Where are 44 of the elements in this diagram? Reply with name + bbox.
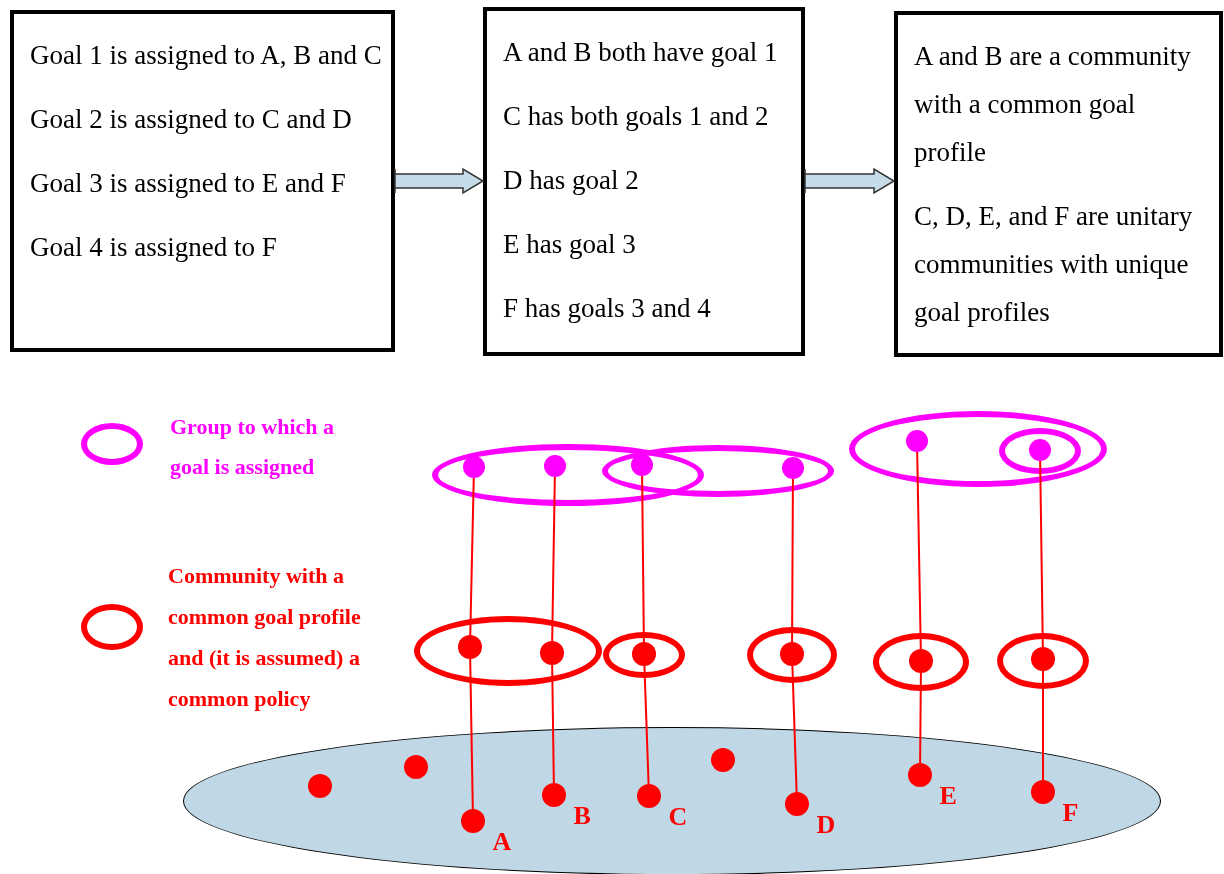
text-box — [894, 11, 1223, 357]
box-text: Goal 2 is assigned to C and D — [30, 103, 353, 136]
connector-line — [551, 664, 555, 784]
connector-line — [469, 658, 474, 810]
community-ellipse — [603, 632, 685, 678]
community-ellipse — [873, 633, 969, 691]
text-box — [10, 10, 395, 352]
group-ellipse — [999, 428, 1081, 474]
group-ellipse — [849, 411, 1107, 487]
group-ellipse — [432, 444, 704, 506]
connector-line — [791, 478, 794, 643]
box-text: F has goals 3 and 4 — [503, 292, 712, 325]
connector-line — [1039, 460, 1044, 648]
connector-line — [791, 665, 798, 793]
box-text: D has goal 2 — [503, 164, 640, 197]
block-arrow — [394, 167, 485, 195]
dot-label: A — [492, 828, 512, 855]
text-box — [483, 7, 805, 356]
connector-line — [551, 476, 556, 642]
dot-label: D — [816, 811, 836, 838]
community-ellipse — [747, 627, 837, 683]
box-text: C has both goals 1 and 2 — [503, 100, 770, 133]
dot-label: E — [939, 782, 957, 809]
box-text: C, D, E, and F are unitary communities with unique goal profiles — [914, 200, 1194, 329]
dot-label: F — [1062, 799, 1079, 826]
box-text: A and B are a community with a common goal profile — [914, 40, 1192, 169]
box-text: A and B both have goal 1 — [503, 36, 779, 69]
box-text: E has goal 3 — [503, 228, 637, 261]
connector-line — [469, 477, 475, 636]
box-text: Goal 1 is assigned to A, B and C — [30, 39, 383, 72]
dot-label: B — [573, 802, 591, 829]
connector-line — [1042, 670, 1044, 781]
connector-line — [919, 672, 922, 764]
box-text: Goal 4 is assigned to F — [30, 231, 278, 264]
connector-line — [916, 451, 922, 650]
connector-line — [643, 665, 650, 785]
community-ellipse — [414, 616, 602, 686]
legend-text: Community with a common goal profile and (it is assumed) a common policy — [168, 562, 362, 713]
legend-text: Group to which a goal is assigned — [170, 413, 335, 481]
box-text: Goal 3 is assigned to E and F — [30, 167, 347, 200]
block-arrow — [804, 167, 896, 195]
community-ellipse — [997, 633, 1089, 689]
dot-label: C — [668, 803, 688, 830]
connector-line — [641, 475, 645, 643]
